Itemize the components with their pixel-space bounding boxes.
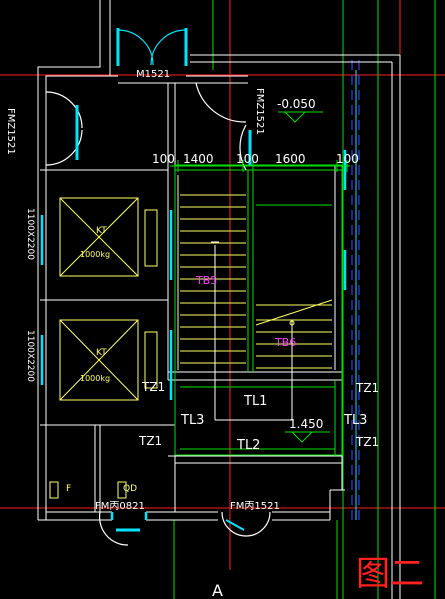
beam-tl1: TL1 — [243, 394, 267, 409]
beam-tz1-b: TZ1 — [355, 381, 379, 395]
dimension-4: 1600 — [275, 152, 306, 166]
elevator-1-kt: KT — [96, 226, 107, 236]
arrow-dot — [289, 320, 295, 326]
beam-tz1-c: TZ1 — [138, 434, 162, 448]
elevator-car-1 — [59, 197, 139, 277]
axis-label-a: A — [212, 581, 223, 599]
room-label-f: F — [66, 484, 71, 494]
blue-dashed-lines — [351, 60, 360, 520]
door-label-bottom-left: FM丙0821 — [95, 501, 145, 512]
elevation-landing-triangle — [290, 431, 314, 443]
stair-treads-right — [255, 204, 333, 369]
beam-tz1-d: TZ1 — [355, 435, 379, 449]
wall-inner-left — [45, 0, 111, 520]
wall-outer-left — [37, 0, 101, 520]
elevator-shafts — [59, 197, 158, 401]
stair-label-tb6: TB6 — [274, 336, 296, 349]
elevator-2-capacity: 1000kg — [80, 374, 110, 383]
stair-outline — [174, 164, 343, 456]
elevation-top-triangle — [283, 111, 307, 123]
door-top-right-swing — [150, 29, 187, 66]
elevation-markers — [278, 111, 330, 443]
elevator-size-1: 1100X2200 — [25, 208, 35, 260]
door-left-swing-1 — [45, 91, 83, 129]
doors — [45, 28, 271, 546]
walk-line-path — [215, 320, 293, 421]
counterweight-1 — [144, 209, 158, 267]
door-bottom-right-swing-1 — [221, 511, 247, 537]
stair-label-tb5: TB5 — [195, 274, 217, 287]
elevation-top-text: -0.050 — [277, 97, 316, 111]
elevator-2-kt: KT — [96, 348, 107, 358]
beam-tl3-right: TL3 — [343, 413, 367, 428]
cyan-jambs — [40, 70, 357, 520]
door-label-right: FMZ1521 — [254, 88, 265, 135]
figure-label: 图二 — [356, 554, 424, 594]
counterweight-2 — [144, 331, 158, 389]
door-label-bottom-right: FM丙1521 — [230, 501, 280, 512]
mark-qd — [117, 481, 127, 499]
dimension-line — [170, 160, 350, 172]
beam-tz1-a: TZ1 — [141, 380, 165, 394]
dimension-5: 100 — [336, 152, 359, 166]
dimension-2: 1400 — [183, 152, 214, 166]
dimension-1: 100 — [152, 152, 175, 166]
dimension-3: 100 — [236, 152, 259, 166]
elevator-car-1-diag2 — [59, 197, 139, 277]
door-right-swing-1 — [195, 82, 247, 123]
small-marks — [49, 481, 127, 499]
door-bottom-right-swing-2 — [245, 511, 271, 537]
door-bottom-right-leaf — [225, 519, 245, 531]
room-label-qd: QD — [123, 484, 137, 494]
beam-tl2: TL2 — [236, 438, 260, 453]
door-top-left-swing — [117, 29, 154, 66]
door-bottom-left-swing — [98, 511, 129, 546]
elevator-car-2-diag2 — [59, 319, 139, 401]
cut-line — [255, 299, 333, 326]
door-left-swing-2 — [45, 129, 83, 166]
elevator-1-capacity: 1000kg — [80, 250, 110, 259]
green-guides — [173, 0, 436, 599]
door-label-top: M1521 — [136, 69, 170, 80]
stair-box — [174, 164, 343, 456]
stair-treads-left — [177, 175, 293, 421]
elevation-landing-text: 1.450 — [289, 417, 323, 431]
door-label-left: FMZ1521 — [5, 108, 16, 155]
mark-f — [49, 481, 59, 499]
walls — [37, 0, 401, 599]
elevator-size-2: 1100X2200 — [25, 330, 35, 382]
elevator-car-2 — [59, 319, 139, 401]
beam-tl3-left: TL3 — [180, 413, 204, 428]
